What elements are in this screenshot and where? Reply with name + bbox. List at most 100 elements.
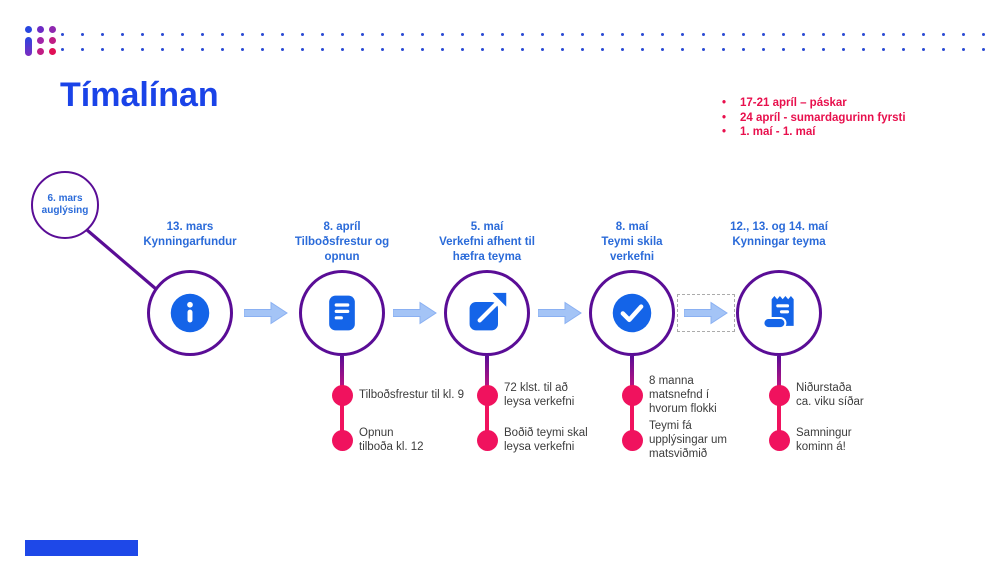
bullet-icon: • (722, 111, 727, 124)
divider-dot (741, 48, 745, 51)
arrow-icon (243, 301, 288, 325)
divider-dot (441, 48, 445, 51)
divider-dot (381, 48, 385, 51)
divider-dot (221, 33, 225, 36)
timeline-arrow (243, 301, 288, 330)
divider-dot (321, 48, 325, 51)
milestone-text-line: matsnefnd í (649, 389, 710, 401)
milestone-text-line: Opnun (359, 427, 394, 439)
divider-dot (641, 48, 645, 51)
divider-dot (721, 33, 725, 36)
receipt-icon (762, 296, 794, 330)
node-circle (299, 270, 385, 356)
divider-dot (201, 48, 205, 51)
milestone-text-line: upplýsingar um (649, 434, 727, 446)
bullet-icon: • (722, 126, 727, 138)
divider-dot (241, 33, 245, 36)
node-label-line: 12., 13. og 14. maí (730, 221, 828, 233)
divider-dot (341, 48, 345, 51)
selected-arrow-box[interactable] (676, 294, 735, 332)
node-label-line: Kynningarfundur (143, 236, 237, 248)
holiday-text: 17-21 apríl – páskar (740, 97, 847, 109)
milestone-dot (331, 429, 353, 451)
node-label-line: 8. maí (615, 221, 649, 233)
milestone-text-line: matsviðmið (649, 448, 708, 460)
divider-dot (961, 48, 965, 51)
start-node-label: 6. mars (47, 193, 83, 204)
milestone-text-line: hvorum flokki (649, 403, 717, 415)
logo-dot (37, 37, 44, 44)
divider-dot (941, 33, 945, 36)
divider-dot (921, 48, 925, 51)
start-node-label: auglýsing (41, 205, 89, 216)
divider-dot (681, 33, 685, 36)
logo-bar (25, 37, 32, 56)
holiday-list: •17-21 apríl – páskar•24 apríl - sumarda… (722, 96, 906, 140)
node-circle (736, 270, 822, 356)
milestone-text-line: Samningur (796, 427, 852, 439)
node-label-line: Kynningar teyma (732, 236, 826, 248)
divider-dot (701, 33, 705, 36)
milestone-text-line: Tilboðsfrestur til kl. 9 (359, 389, 465, 401)
logo-dot (37, 48, 44, 55)
divider-dot (261, 48, 265, 51)
divider-dot (141, 33, 145, 36)
divider-dot (81, 33, 85, 36)
slide-title: Tímalínan (60, 76, 219, 114)
logo-dot (25, 26, 32, 33)
arrow-icon (537, 301, 582, 325)
divider-dot (401, 48, 405, 51)
divider-dot (801, 48, 805, 51)
divider-dot (101, 48, 105, 51)
divider-dot (561, 33, 565, 36)
holiday-item: •17-21 apríl – páskar (722, 96, 906, 111)
milestone-text: Tilboðsfrestur til kl. 9 (359, 388, 464, 402)
milestone-dot (476, 429, 498, 451)
divider-dot (161, 33, 165, 36)
divider-dot (901, 48, 905, 51)
divider-dot (481, 48, 485, 51)
divider-dot (121, 48, 125, 51)
timeline-arrow (392, 301, 437, 330)
logo-dot (49, 37, 56, 44)
divider-dot (461, 33, 465, 36)
info-icon (170, 293, 210, 333)
milestone-dot (331, 384, 353, 406)
arrow-icon (392, 301, 437, 325)
milestone-dot (768, 429, 790, 451)
milestone-text-line: Boðið teymi skal (504, 427, 588, 439)
divider-dot (521, 33, 525, 36)
divider-dot (981, 33, 985, 36)
dotted-divider (61, 33, 985, 36)
divider-dot (121, 33, 125, 36)
divider-dot (941, 48, 945, 51)
divider-dot (841, 33, 845, 36)
divider-dot (781, 48, 785, 51)
dotted-divider (61, 48, 985, 51)
milestone-text: Opnun tilboða kl. 12 (359, 426, 424, 454)
divider-dot (501, 48, 505, 51)
divider-dot (301, 48, 305, 51)
milestone-text-line: tilboða kl. 12 (359, 441, 424, 453)
divider-dot (521, 48, 525, 51)
divider-dot (361, 33, 365, 36)
node-circle (589, 270, 675, 356)
divider-dot (281, 48, 285, 51)
milestone-dot (476, 384, 498, 406)
divider-dot (421, 48, 425, 51)
divider-dot (761, 33, 765, 36)
node-circle (147, 270, 233, 356)
divider-dot (801, 33, 805, 36)
logo-dot (49, 26, 56, 33)
node-label-line: opnun (324, 251, 360, 263)
divider-dot (541, 48, 545, 51)
node-label-line: hæfra teyma (452, 251, 522, 263)
divider-dot (981, 48, 985, 51)
